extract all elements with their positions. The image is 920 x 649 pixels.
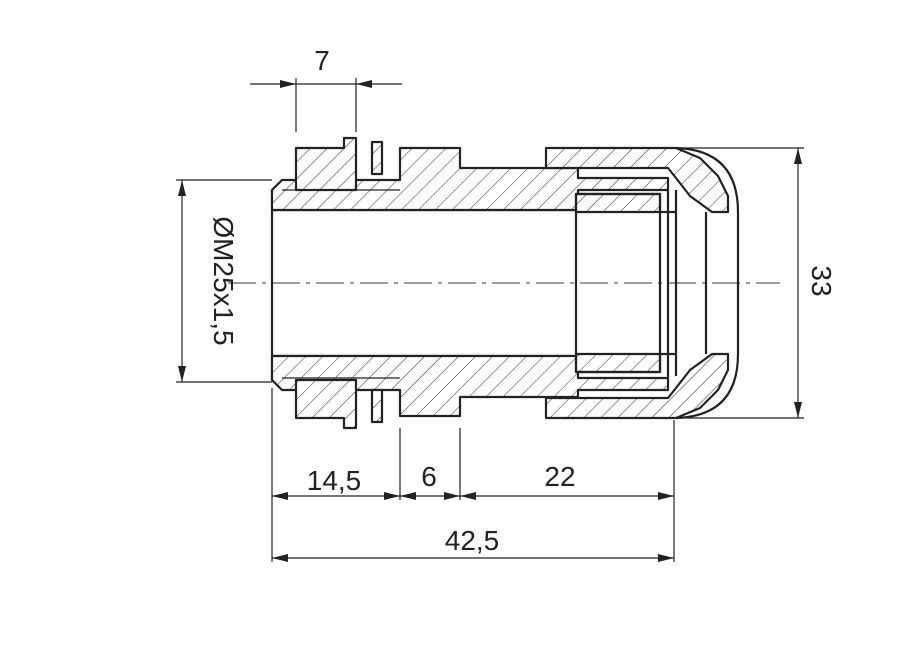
thread-length-label: 14,5	[307, 465, 362, 496]
seal-lower	[370, 388, 384, 424]
lock-nut	[294, 136, 384, 430]
dimension-nut-width: 7	[250, 45, 402, 132]
body-length-label: 22	[544, 461, 575, 492]
bottom-extension-lines	[271, 388, 675, 562]
nut-width-label: 7	[314, 45, 330, 76]
seal-insert-upper	[574, 192, 662, 214]
lock-nut-lower	[294, 378, 358, 430]
thread-label: ØM25x1,5	[208, 216, 239, 345]
seal-upper	[370, 140, 384, 176]
total-length-label: 42,5	[445, 525, 500, 556]
dimension-total-length: 42,5	[272, 525, 674, 562]
hex-width-label: 6	[421, 461, 437, 492]
seal-insert-lower	[574, 352, 662, 374]
outer-diameter-label: 33	[806, 265, 837, 296]
dimension-outer-diameter: 33	[680, 147, 837, 419]
lock-nut-upper	[294, 136, 358, 192]
dimension-thread: ØM25x1,5	[176, 179, 272, 383]
cap-nut-upper	[544, 146, 730, 214]
dimension-row-segments: 14,5 6 22	[272, 461, 674, 500]
seal-insert	[574, 190, 678, 378]
cap-nut	[544, 146, 740, 420]
gland-body	[270, 146, 670, 418]
cap-nut-lower	[544, 352, 730, 420]
